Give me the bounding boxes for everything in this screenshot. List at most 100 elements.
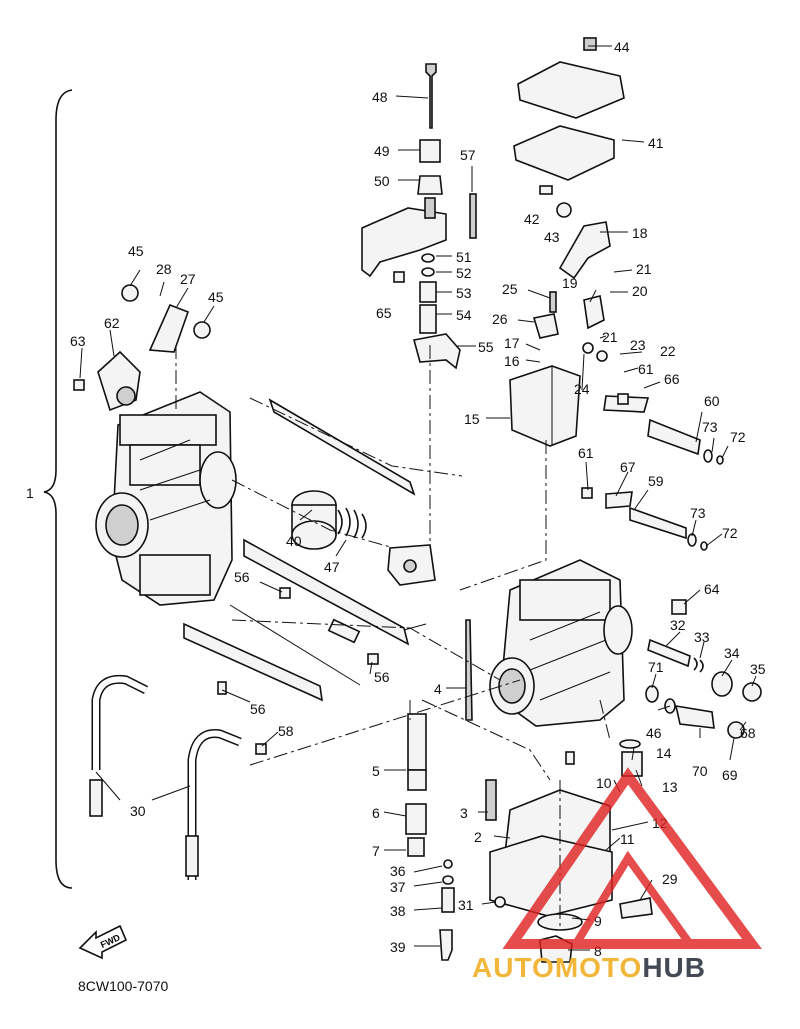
watermark-logo-icon (502, 767, 762, 949)
callout-14: 14 (656, 745, 672, 761)
callout-57: 57 (460, 147, 476, 163)
callout-35: 35 (750, 661, 766, 677)
callout-43: 43 (544, 229, 560, 245)
callout-18: 18 (632, 225, 648, 241)
callout-32: 32 (670, 617, 686, 633)
callout-30: 30 (130, 803, 146, 819)
callout-68: 68 (740, 725, 756, 741)
callout-49: 49 (374, 143, 390, 159)
callout-63: 63 (70, 333, 86, 349)
callout-40: 40 (286, 533, 302, 549)
callout-39: 39 (390, 939, 406, 955)
callout-16: 16 (504, 353, 520, 369)
callout-73b: 73 (690, 505, 706, 521)
callout-9: 9 (594, 913, 602, 929)
top-bracket (361, 197, 447, 278)
throttle-position-sensor (97, 350, 141, 412)
callout-21a: 21 (636, 261, 652, 277)
callout-41: 41 (648, 135, 664, 151)
callout-45a: 45 (128, 243, 144, 259)
parts-19-26 (532, 291, 608, 362)
callout-11: 11 (620, 831, 635, 847)
callout-61b: 61 (578, 445, 594, 461)
fitting-55 (412, 333, 461, 370)
callout-64: 64 (704, 581, 720, 597)
callout-72a: 72 (730, 429, 746, 445)
callout-7: 7 (372, 843, 380, 859)
callout-15: 15 (464, 411, 480, 427)
lever-18-bracket (556, 202, 611, 280)
top-cover-and-gasket (513, 37, 625, 181)
throttle-shafts (183, 398, 416, 702)
callout-5: 5 (372, 763, 380, 779)
callout-66: 66 (664, 371, 680, 387)
callout-51: 51 (456, 249, 472, 265)
callout-59: 59 (648, 473, 664, 489)
callout-2: 2 (474, 829, 482, 845)
callout-58: 58 (278, 723, 294, 739)
callout-53: 53 (456, 285, 472, 301)
callout-31: 31 (458, 897, 474, 913)
callout-17: 17 (504, 335, 520, 351)
fuel-hoses (89, 674, 242, 880)
callout-56c: 56 (250, 701, 266, 717)
float-bowl (489, 739, 653, 963)
callout-3: 3 (460, 805, 468, 821)
callout-36: 36 (390, 863, 406, 879)
callout-leaders (79, 45, 757, 951)
callout-56a: 56 (234, 569, 250, 585)
callout-55: 55 (478, 339, 494, 355)
callout-10: 10 (596, 775, 612, 791)
callout-1: 1 (26, 485, 34, 501)
fwd-arrow-icon: FWD (78, 924, 128, 960)
float-chamber-15 (509, 365, 581, 447)
callout-62: 62 (104, 315, 120, 331)
callout-71: 71 (648, 659, 664, 675)
callout-69: 69 (722, 767, 738, 783)
callout-13: 13 (662, 779, 678, 795)
washers-51-54 (419, 253, 437, 334)
callout-23: 23 (630, 337, 646, 353)
callout-29: 29 (662, 871, 678, 887)
left-carburetor-body (95, 391, 237, 606)
watermark-text: AUTOMOTOHUB (472, 952, 706, 984)
callout-54: 54 (456, 307, 472, 323)
callout-26: 26 (492, 311, 508, 327)
screw-57 (469, 193, 477, 239)
needle-and-jets (405, 619, 497, 961)
left-top-lever (121, 284, 211, 353)
watermark-brand-first: AUTOMOTO (472, 952, 643, 983)
assembly-lines (175, 345, 611, 930)
callout-73a: 73 (702, 419, 718, 435)
callout-38: 38 (390, 903, 406, 919)
callout-52: 52 (456, 265, 472, 281)
callout-8: 8 (594, 943, 602, 959)
diaphragm-and-spring (291, 490, 367, 550)
watermark-brand-second: HUB (642, 952, 706, 983)
callout-45b: 45 (208, 289, 224, 305)
right-carburetor-body (489, 559, 633, 727)
callout-19: 19 (562, 275, 578, 291)
callout-56b: 56 (374, 669, 390, 685)
callout-60: 60 (704, 393, 720, 409)
callout-34: 34 (724, 645, 740, 661)
callout-27: 27 (180, 271, 196, 287)
choke-lever (387, 544, 436, 586)
assembly-bracket (43, 89, 73, 889)
callout-61a: 61 (638, 361, 654, 377)
callout-46: 46 (646, 725, 662, 741)
top-screw-and-spring (417, 63, 443, 195)
callout-50: 50 (374, 173, 390, 189)
callout-65: 65 (376, 305, 392, 321)
callout-67: 67 (620, 459, 636, 475)
misc-screws (73, 185, 629, 765)
callout-24: 24 (574, 381, 590, 397)
callout-70: 70 (692, 763, 708, 779)
callout-42: 42 (524, 211, 540, 227)
callout-48: 48 (372, 89, 388, 105)
callout-25: 25 (502, 281, 518, 297)
callout-72b: 72 (722, 525, 738, 541)
callout-4: 4 (434, 681, 442, 697)
callout-21b: 21 (602, 329, 618, 345)
